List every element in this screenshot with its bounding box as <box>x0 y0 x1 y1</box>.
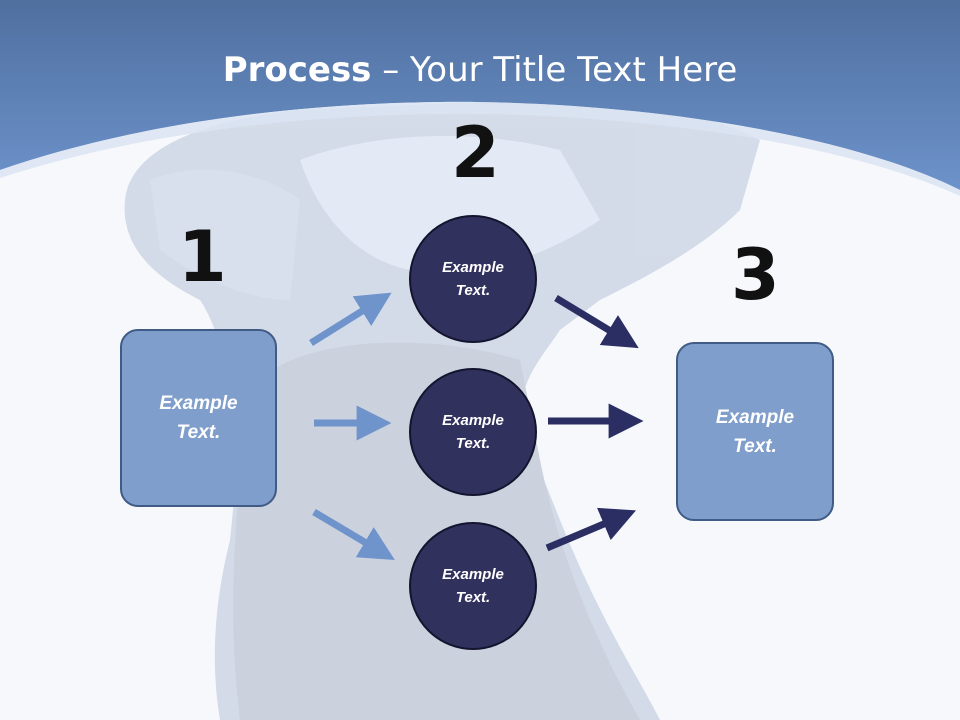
title-rest: – Your Title Text Here <box>371 50 738 90</box>
header-band <box>0 0 960 190</box>
step-3-box: Example Text. <box>676 342 834 521</box>
step-1-box-text: Example Text. <box>159 393 238 443</box>
arrow-box1-to-circle-top <box>309 292 392 346</box>
header-swoosh <box>0 101 960 196</box>
step-1-box: Example Text. <box>120 329 277 507</box>
arrow-circle-bottom-to-box3 <box>545 507 637 552</box>
step-number-1: 1 <box>178 216 227 298</box>
arrow-box1-to-circle-bottom <box>312 508 395 561</box>
circle-top: Example Text. <box>409 215 537 343</box>
circle-bottom: Example Text. <box>409 522 537 650</box>
slide-title: Process – Your Title Text Here <box>0 50 960 90</box>
circle-top-text: Example Text. <box>442 259 504 299</box>
circle-bottom-text: Example Text. <box>442 566 504 606</box>
step-number-2: 2 <box>451 112 500 194</box>
circle-middle: Example Text. <box>409 368 537 496</box>
step-number-3: 3 <box>731 234 780 316</box>
circle-middle-text: Example Text. <box>442 412 504 452</box>
step-3-box-text: Example Text. <box>715 406 795 457</box>
title-bold: Process <box>222 50 372 90</box>
arrow-circle-top-to-box3 <box>554 295 639 349</box>
